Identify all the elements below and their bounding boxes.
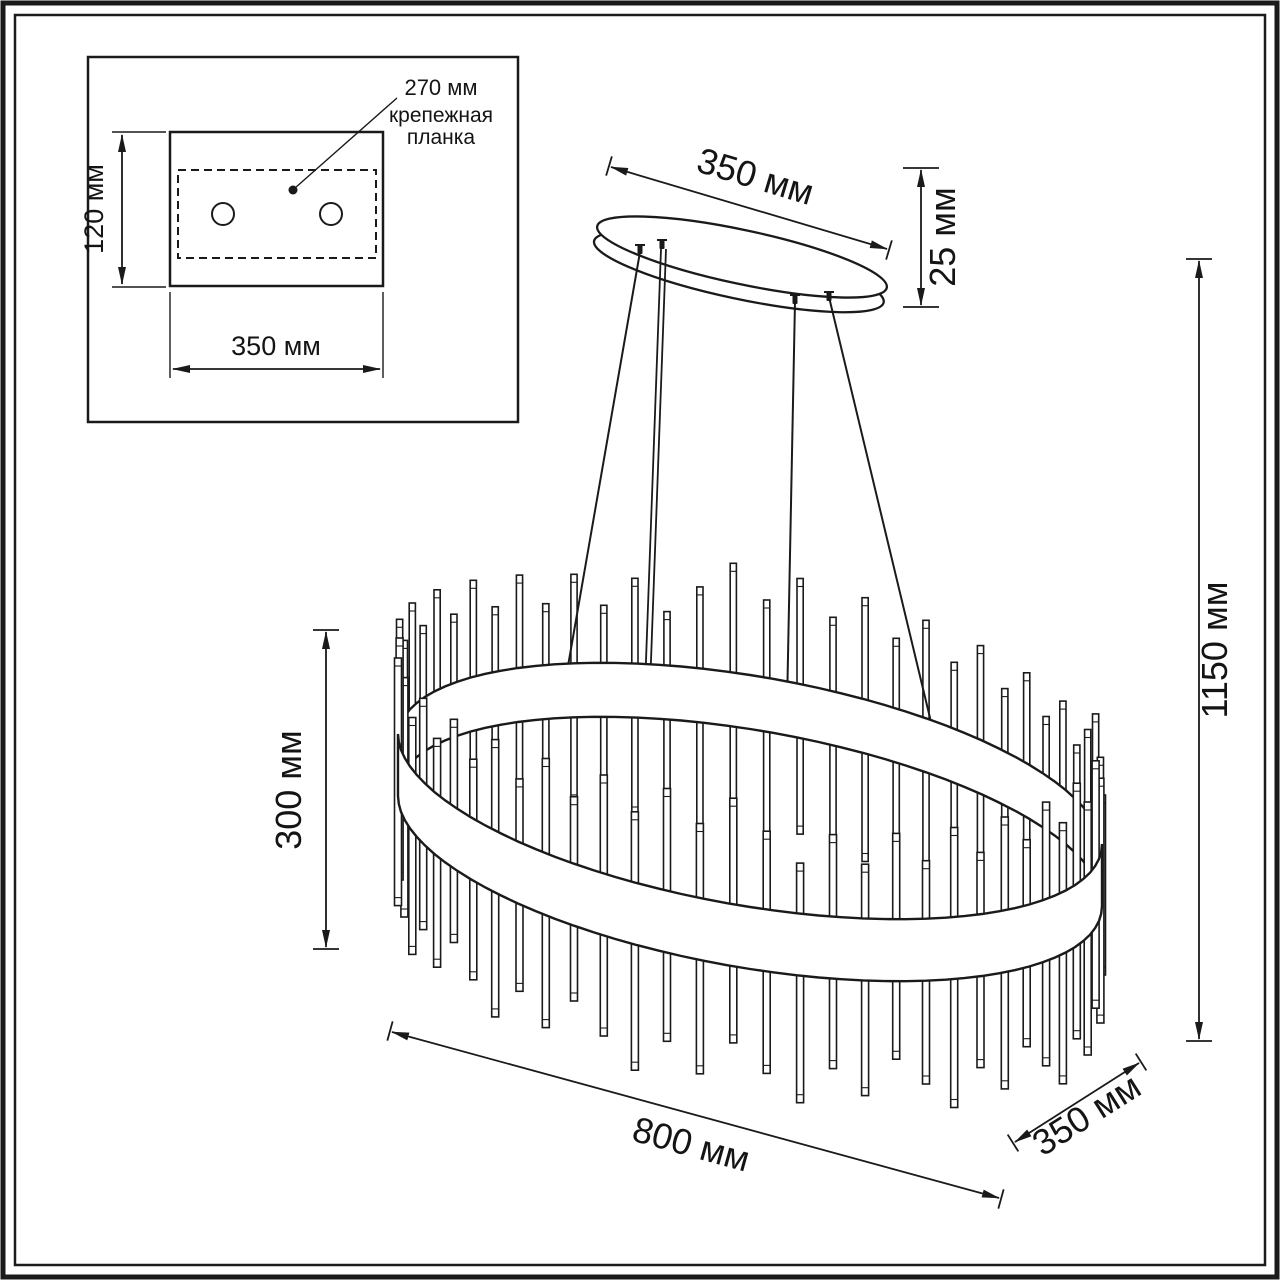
overall-height-dim: 1150 мм [1186,258,1235,1042]
inset-border [86,55,520,424]
band-front [396,733,1104,983]
dim-cap [1006,1134,1020,1152]
canopy-length-label: 350 мм [692,139,818,213]
dim-cap [997,1189,1005,1209]
length-dim: 800 мм [386,1021,1005,1209]
dim-line [391,1031,1000,1199]
depth-dim: 350 мм [1006,1053,1148,1164]
bracket-offset-label: 270 мм [404,75,477,100]
overall-height-label: 1150 мм [1194,582,1235,719]
dim-cap [1134,1053,1148,1071]
cable [563,251,641,690]
suspension-cables [563,248,938,748]
plate-width-label: 350 мм [231,331,321,361]
length-label: 800 мм [628,1108,754,1179]
leader-line [294,97,398,189]
mounting-plate-inset: 270 мм крепежная планка 120 мм 350 мм [79,55,520,424]
plate-height-label: 120 мм [79,164,109,254]
dim-cap [605,156,613,176]
power-wire [649,248,667,689]
mount-hole-left [211,202,235,226]
canopy-thickness-label: 25 мм [922,187,963,287]
canopy-thickness-dim: 25 мм [903,167,963,308]
depth-label: 350 мм [1025,1065,1148,1164]
power-wire [644,248,662,689]
canopy [592,215,889,314]
cable [786,300,796,708]
dim-cap [885,240,893,260]
bracket-caption-line1: крепежная [389,104,493,127]
rod [795,862,805,1104]
dim-line [1014,1062,1140,1143]
dim-line [610,166,888,250]
dim-cap [386,1021,394,1041]
plate-width-dim: 350 мм [169,292,384,378]
screw-icon [790,294,800,304]
shade-height-label: 300 мм [268,730,309,850]
plate-height-dim: 120 мм [79,131,166,288]
mount-hole-right [319,202,343,226]
shade-height-dim: 300 мм [268,629,339,950]
inner-frame [13,13,1267,1267]
plate-outline [168,130,385,288]
cable [828,296,938,748]
bracket-caption-line2: планка [407,126,476,149]
bracket-dashed-outline [177,169,377,259]
